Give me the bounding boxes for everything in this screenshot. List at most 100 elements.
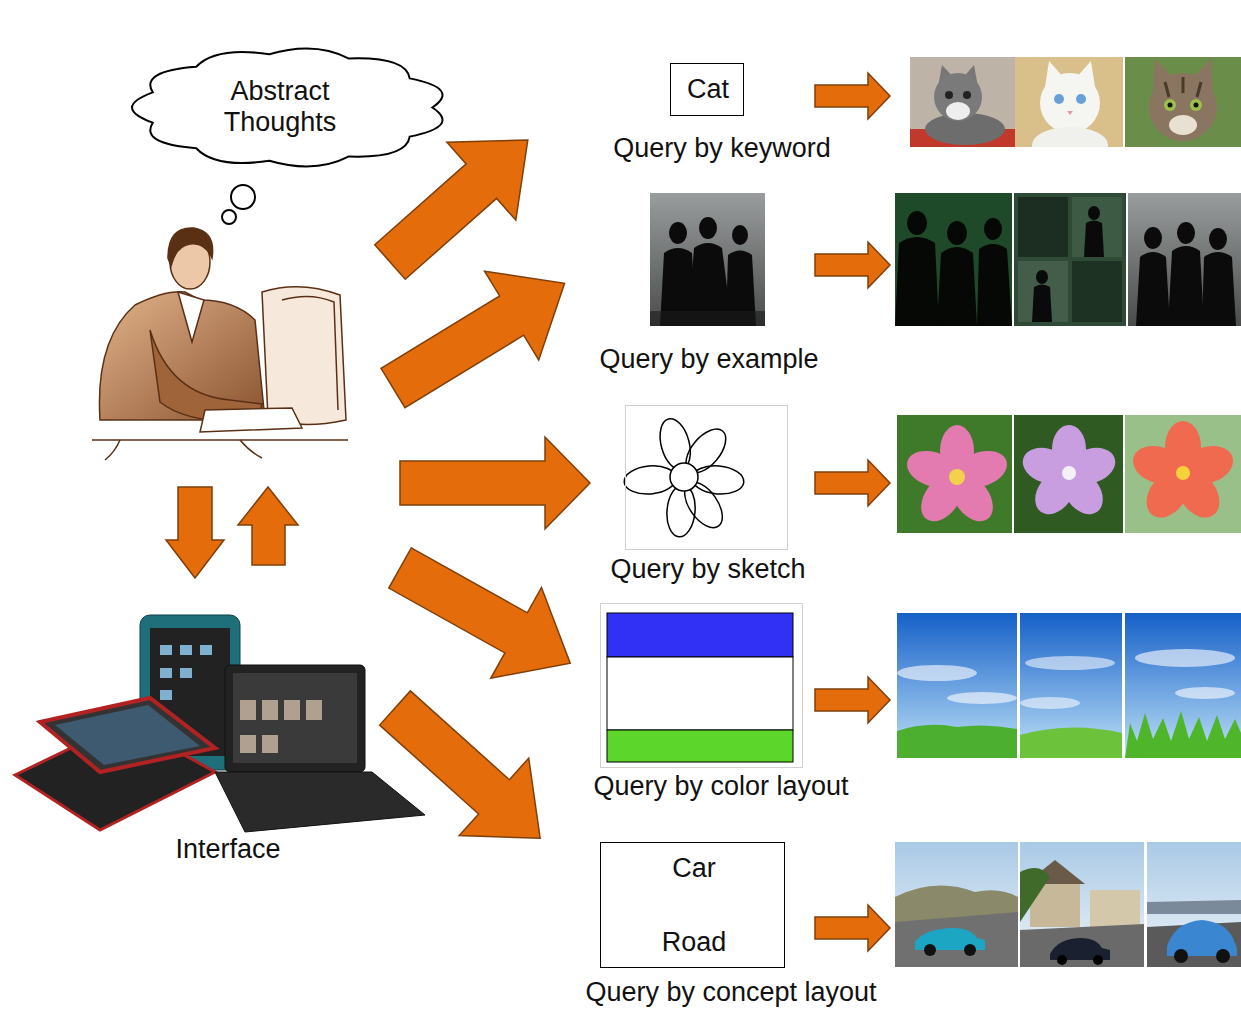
- cat-results: [946, 102, 970, 120]
- car-results: [964, 944, 976, 956]
- flower-results: [1125, 415, 1241, 533]
- sketch-query-box: Query by sketch: [625, 405, 788, 550]
- car-results: [1020, 924, 1144, 967]
- person-clipart: [92, 439, 348, 441]
- exchange-arrows: [238, 487, 298, 565]
- sky-results: [1135, 649, 1235, 667]
- query-arrows: [366, 239, 592, 432]
- movie-results: [984, 218, 1002, 240]
- person-clipart: [200, 408, 302, 432]
- cat-results: [945, 91, 953, 99]
- car-results: [895, 842, 1241, 967]
- example-poster: [650, 193, 765, 326]
- sky-results: [1020, 613, 1122, 758]
- car-results: [895, 912, 1018, 967]
- flower-sketch: [665, 484, 697, 538]
- movie-results: [907, 211, 927, 235]
- devices-picture: [225, 665, 365, 772]
- movie-results: [947, 221, 967, 245]
- flower-sketch: [623, 464, 677, 496]
- cat-results: [1194, 103, 1199, 108]
- cat-results: [1169, 115, 1197, 135]
- node-text: Road: [662, 927, 727, 958]
- sky-results: [897, 665, 977, 681]
- example-poster: [732, 225, 748, 245]
- sky-results: [897, 725, 1017, 758]
- query-arrows: [356, 101, 596, 877]
- sky-results: [1125, 711, 1241, 758]
- cat-results: [910, 57, 1015, 147]
- flower-results: [1018, 425, 1120, 522]
- sky-results: [1020, 697, 1080, 709]
- sky-results: [897, 665, 1017, 704]
- person-clipart: [150, 330, 262, 421]
- flower-sketch: [691, 464, 745, 496]
- cat-results: [1165, 77, 1201, 97]
- example-poster: [669, 222, 687, 244]
- result-arrows: [815, 460, 890, 506]
- devices-picture: [160, 690, 172, 700]
- example-query-image: Query by example: [650, 193, 765, 326]
- devices-picture: [262, 700, 278, 720]
- movie-results: [895, 193, 1241, 326]
- flower-results: [1128, 421, 1238, 526]
- color-layout-bands: [607, 730, 793, 762]
- movie-results: [1177, 222, 1195, 244]
- sky-results: [1025, 656, 1115, 670]
- flower-results: [902, 445, 962, 493]
- flower-results: [897, 415, 1012, 533]
- person-clipart: [282, 296, 338, 410]
- person-clipart: [92, 228, 348, 460]
- result-arrows: [815, 242, 890, 288]
- car-results: [1020, 842, 1144, 967]
- concept-layout-query-box: CarRoadQuery by concept layout: [600, 842, 785, 968]
- keyword-query-box: CatQuery by keyword: [670, 63, 744, 116]
- car-results: [1020, 842, 1144, 967]
- movie-results: [1014, 193, 1126, 326]
- movie-results: [1032, 285, 1052, 323]
- cat-results: [1067, 111, 1073, 115]
- query-caption: Query by color layout: [591, 771, 850, 802]
- devices-picture: [240, 700, 322, 753]
- query-arrows: [400, 437, 590, 529]
- cat-results: [1125, 57, 1241, 147]
- car-results: [924, 944, 936, 956]
- query-caption: Query by example: [597, 344, 820, 375]
- movie-results: [895, 193, 1012, 326]
- movie-results: [1209, 228, 1227, 250]
- result-arrows: [815, 73, 890, 119]
- example-poster: [699, 217, 717, 239]
- flower-results: [949, 469, 965, 485]
- movie-results: [1032, 206, 1104, 322]
- cat-results: [1164, 99, 1176, 111]
- example-poster: [650, 193, 765, 326]
- flower-results: [1018, 442, 1074, 489]
- movie-results: [1128, 193, 1241, 326]
- cat-results: [934, 73, 982, 121]
- flower-results: [1176, 466, 1190, 480]
- cat-results: [1190, 99, 1202, 111]
- devices-picture: [180, 645, 192, 655]
- movie-results: [1014, 193, 1126, 326]
- movie-results: [1202, 252, 1236, 326]
- devices-picture: [160, 668, 172, 678]
- result-arrows: [815, 73, 890, 951]
- cat-results: [1125, 57, 1241, 147]
- movie-results: [937, 247, 977, 326]
- devices-picture: [284, 700, 300, 720]
- flower-results: [1062, 466, 1076, 480]
- result-arrows: [815, 677, 890, 723]
- query-arrows: [375, 523, 596, 709]
- color-layout-query-box: Query by color layout: [600, 603, 803, 768]
- devices-picture: [306, 700, 322, 720]
- node-text: Abstract Thoughts: [195, 76, 365, 138]
- flower-results: [902, 425, 1011, 529]
- color-layout-bands: [607, 613, 793, 762]
- thought-bubbles: [222, 210, 236, 224]
- cloud-outline: [132, 48, 442, 166]
- car-results: [895, 842, 1018, 967]
- query-caption: Query by concept layout: [583, 977, 878, 1008]
- devices-picture: [240, 735, 256, 753]
- example-poster: [660, 217, 756, 326]
